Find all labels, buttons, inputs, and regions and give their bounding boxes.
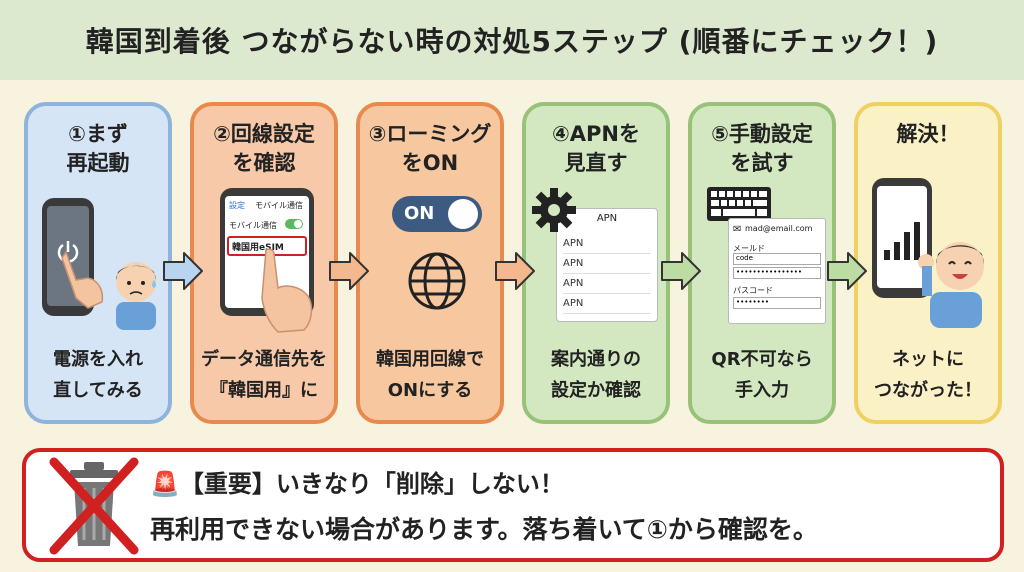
step-card-restart: ①まず 再起動 電源を入れ 直してみる [24,102,172,424]
step-heading: ①まず 再起動 [66,122,130,175]
hand-icon [261,248,313,333]
step-heading: ②回線設定 を確認 [213,122,315,175]
mobile-data-row: モバイル通信 [229,221,277,230]
password-field[interactable]: •••••••••••••••• [733,267,821,279]
line-setting-illustration: 設定 モバイル通信 モバイル通信 韓国用eSIM [194,188,334,336]
warning-heading: 🚨【重要】いきなり「削除」しない！ [150,470,564,498]
password-field-value: •••••••••••••••• [736,268,803,276]
happy-person-icon [918,242,984,328]
mail-icon: ✉ [733,224,742,235]
page-title: 韓国到着後 つながらない時の対処5ステップ (順番にチェック！) [85,25,939,58]
passcode-field-value: •••••••• [736,298,770,306]
apn-row[interactable]: APN [563,275,651,294]
code-field-value: code [736,254,753,262]
step-description: 案内通りの 設定か確認 [551,349,641,401]
passcode-field[interactable]: •••••••• [733,297,821,309]
step-description: データ通信先を 『韓国用』に [201,349,327,401]
warning-message: 再利用できない場合があります。落ち着いて①から確認を。 [150,515,818,544]
step-heading: ⑤手動設定 を試す [711,122,813,175]
apn-row[interactable]: APN [563,255,651,274]
step-heading: ④APNを 見直す [552,122,640,175]
hand-icon [61,250,104,309]
apn-header: APN [596,213,618,224]
keyboard-icon [707,187,771,221]
step-card-manual: ⑤手動設定 を試す ✉ mad@email.com メールド code ••••… [688,102,836,424]
arrow-icon [495,252,535,290]
step-card-line-setting: ②回線設定 を確認 設定 モバイル通信 モバイル通信 韓国用eSIM データ通信… [190,102,338,424]
apn-row[interactable]: APN [563,235,651,254]
step-heading: 解決！ [896,122,960,146]
signal-bars-icon [884,222,920,260]
step-description: QR不可なら 手入力 [711,349,813,401]
email-text: mad@email.com [745,224,813,233]
restart-illustration [28,188,168,336]
globe-icon [408,252,466,310]
toggle-label: ON [404,203,435,224]
arrow-icon [827,252,867,290]
manual-illustration: ✉ mad@email.com メールド code ••••••••••••••… [692,187,832,336]
step-card-roaming: ③ローミング をON ON 韓国用回線で ONにする [356,102,504,424]
step-card-apn: ④APNを 見直す APN APN APN APN APN 案内通りの 設定か確… [522,102,670,424]
roaming-illustration: ON [360,188,500,336]
code-field[interactable]: code [733,253,821,265]
apn-row[interactable]: APN [563,295,651,314]
screen-header: モバイル通信 [255,201,303,210]
warning-box: 🚨【重要】いきなり「削除」しない！ 再利用できない場合があります。落ち着いて①か… [22,448,1004,562]
settings-back-link: 設定 [229,201,245,210]
arrow-icon [329,252,369,290]
title-bar: 韓国到着後 つながらない時の対処5ステップ (順番にチェック！) [0,0,1024,80]
arrow-icon [661,252,701,290]
toggle-switch[interactable] [285,219,303,229]
login-form: ✉ mad@email.com メールド code ••••••••••••••… [728,218,826,324]
no-delete-trash-icon [49,457,139,555]
roaming-toggle[interactable]: ON [392,196,482,232]
solved-illustration [858,178,998,336]
step-heading: ③ローミング をON [368,122,492,175]
gear-icon [532,188,576,232]
step-description: 電源を入れ 直してみる [53,349,143,401]
arrow-icon [163,252,203,290]
apn-list: APN APN APN APN APN [556,208,658,322]
apn-illustration: APN APN APN APN APN [526,188,666,336]
korea-esim-label: 韓国用eSIM [232,243,284,253]
step-description: ネットに つながった！ [874,349,982,401]
form-label-1: メールド [733,244,765,253]
worried-person-icon [116,262,156,330]
step-description: 韓国用回線で ONにする [376,349,484,401]
form-label-2: パスコード [733,286,773,295]
step-card-solved: 解決！ ネットに つながった！ [854,102,1002,424]
